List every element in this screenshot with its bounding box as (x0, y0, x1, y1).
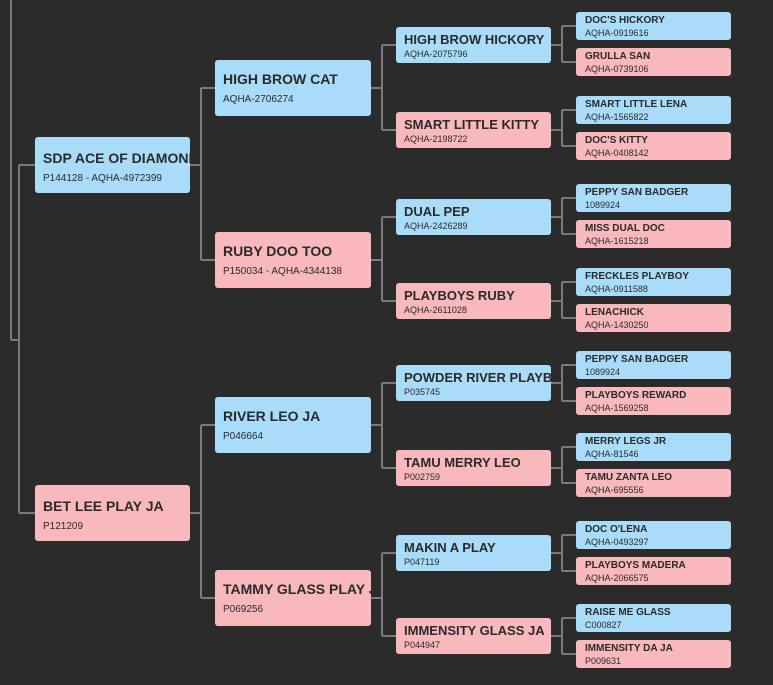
horse-name: RUBY DOO TOO (223, 243, 333, 259)
pedigree-card-sire-dam-dam[interactable]: PLAYBOYS RUBY AQHA-2611028 (396, 283, 551, 319)
horse-name: DOC'S HICKORY (585, 15, 665, 26)
registration-number: P044947 (404, 640, 441, 650)
horse-name: PLAYBOYS REWARD (585, 390, 687, 401)
pedigree-card-sire-dam-sire-sire[interactable]: PEPPY SAN BADGER 1089924 (576, 184, 731, 212)
registration-number: P009631 (585, 656, 622, 666)
pedigree-card-sire-dam-sire[interactable]: DUAL PEP AQHA-2426289 (396, 199, 551, 235)
registration-number: P047119 (404, 557, 440, 567)
pedigree-card-dam-dam-dam-sire[interactable]: RAISE ME GLASS C000827 (576, 604, 731, 632)
registration-number: AQHA-81546 (585, 449, 639, 459)
registration-number: AQHA-695556 (585, 485, 644, 495)
horse-name: IMMENSITY GLASS JA (404, 623, 545, 638)
horse-name: PLAYBOYS RUBY (404, 288, 515, 303)
horse-name: LENACHICK (585, 307, 644, 318)
pedigree-card-dam-sire-sire-sire[interactable]: PEPPY SAN BADGER 1089924 (576, 351, 731, 379)
pedigree-card-sire-sire-sire-sire[interactable]: DOC'S HICKORY AQHA-0919616 (576, 12, 731, 40)
registration-number: AQHA-2706274 (223, 94, 294, 105)
pedigree-card-dam-dam-sire[interactable]: MAKIN A PLAY P047119 (396, 535, 551, 571)
pedigree-card-dam-dam[interactable]: TAMMY GLASS PLAY JA P069256 (215, 570, 371, 626)
registration-number: P069256 (223, 604, 264, 615)
registration-number: AQHA-0911588 (585, 284, 648, 294)
horse-name: HIGH BROW HICKORY (404, 32, 545, 47)
horse-name: IMMENSITY DA JA (585, 643, 673, 654)
registration-number: AQHA-0493297 (585, 537, 649, 547)
horse-name: BET LEE PLAY JA (43, 498, 164, 514)
pedigree-card-sire-dam-dam-sire[interactable]: FRECKLES PLAYBOY AQHA-0911588 (576, 268, 731, 296)
pedigree-card-dam-sire-dam-sire[interactable]: MERRY LEGS JR AQHA-81546 (576, 433, 731, 461)
pedigree-card-dam-dam-dam-dam[interactable]: IMMENSITY DA JA P009631 (576, 640, 731, 668)
registration-number: AQHA-2426289 (404, 221, 468, 231)
registration-number: AQHA-2611028 (404, 305, 467, 315)
pedigree-card-sire-dam[interactable]: RUBY DOO TOO P150034 - AQHA-4344138 (215, 232, 371, 288)
horse-name: PEPPY SAN BADGER (585, 354, 689, 365)
pedigree-card-dam-sire[interactable]: RIVER LEO JA P046664 (215, 397, 371, 453)
horse-name: PLAYBOYS MADERA (585, 560, 686, 571)
horse-name: POWDER RIVER PLAYBOY (404, 370, 551, 385)
horse-name: DOC'S KITTY (585, 135, 648, 146)
pedigree-card-dam-dam-sire-dam[interactable]: PLAYBOYS MADERA AQHA-2066575 (576, 557, 731, 585)
registration-number: AQHA-1430250 (585, 320, 649, 330)
pedigree-card-sire-sire-sire-dam[interactable]: GRULLA SAN AQHA-0739106 (576, 48, 731, 76)
pedigree-card-sire-sire-dam[interactable]: SMART LITTLE KITTY AQHA-2198722 (396, 112, 551, 148)
horse-name: MISS DUAL DOC (585, 223, 665, 234)
registration-number: 1089924 (585, 367, 621, 377)
pedigree-card-dam-sire-dam[interactable]: TAMU MERRY LEO P002759 (396, 450, 551, 486)
pedigree-card-sire-dam-sire-dam[interactable]: MISS DUAL DOC AQHA-1615218 (576, 220, 731, 248)
pedigree-card-sire-sire-dam-sire[interactable]: SMART LITTLE LENA AQHA-1565822 (576, 96, 731, 124)
horse-name: SMART LITTLE LENA (585, 99, 688, 110)
registration-number: AQHA-0919616 (585, 28, 649, 38)
horse-name: DUAL PEP (404, 204, 470, 219)
horse-name: HIGH BROW CAT (223, 71, 338, 87)
registration-number: P046664 (223, 431, 264, 442)
registration-number: AQHA-2066575 (585, 573, 649, 583)
horse-name: TAMMY GLASS PLAY JA (223, 581, 371, 597)
registration-number: AQHA-2198722 (404, 134, 468, 144)
pedigree-card-dam-dam-sire-sire[interactable]: DOC O'LENA AQHA-0493297 (576, 521, 731, 549)
pedigree-card-dam[interactable]: BET LEE PLAY JA P121209 (35, 485, 190, 541)
registration-number: AQHA-0739106 (585, 64, 649, 74)
registration-number: P035745 (404, 387, 441, 397)
registration-number: AQHA-2075796 (404, 49, 468, 59)
horse-name: SDP ACE OF DIAMONDS (43, 150, 190, 166)
pedigree-card-dam-sire-dam-dam[interactable]: TAMU ZANTA LEO AQHA-695556 (576, 469, 731, 497)
pedigree-card-dam-sire-sire[interactable]: POWDER RIVER PLAYBOY P035745 (396, 365, 551, 401)
horse-name: TAMU MERRY LEO (404, 455, 521, 470)
registration-number: 1089924 (585, 200, 621, 210)
horse-name: RIVER LEO JA (223, 408, 321, 424)
horse-name: FRECKLES PLAYBOY (585, 271, 690, 282)
registration-number: P144128 - AQHA-4972399 (43, 173, 162, 184)
horse-name: SMART LITTLE KITTY (404, 117, 540, 132)
pedigree-card-sire-sire-sire[interactable]: HIGH BROW HICKORY AQHA-2075796 (396, 27, 551, 63)
registration-number: AQHA-0408142 (585, 148, 649, 158)
horse-name: MERRY LEGS JR (585, 436, 667, 447)
registration-number: AQHA-1565822 (585, 112, 649, 122)
horse-name: PEPPY SAN BADGER (585, 187, 689, 198)
registration-number: P121209 (43, 521, 84, 532)
pedigree-card-dam-dam-dam[interactable]: IMMENSITY GLASS JA P044947 (396, 618, 551, 654)
pedigree-card-sire-sire-dam-dam[interactable]: DOC'S KITTY AQHA-0408142 (576, 132, 731, 160)
pedigree-card-sire-dam-dam-dam[interactable]: LENACHICK AQHA-1430250 (576, 304, 731, 332)
registration-number: C000827 (585, 620, 622, 630)
horse-name: DOC O'LENA (585, 524, 648, 535)
pedigree-card-dam-sire-sire-dam[interactable]: PLAYBOYS REWARD AQHA-1569258 (576, 387, 731, 415)
horse-name: GRULLA SAN (585, 51, 651, 62)
pedigree-card-sire[interactable]: SDP ACE OF DIAMONDS P144128 - AQHA-497239… (35, 137, 190, 193)
horse-name: TAMU ZANTA LEO (585, 472, 673, 483)
registration-number: AQHA-1615218 (585, 236, 649, 246)
pedigree-card-sire-sire[interactable]: HIGH BROW CAT AQHA-2706274 (215, 60, 371, 116)
horse-name: RAISE ME GLASS (585, 607, 671, 618)
registration-number: P150034 - AQHA-4344138 (223, 266, 342, 277)
registration-number: P002759 (404, 472, 441, 482)
horse-name: MAKIN A PLAY (404, 540, 496, 555)
registration-number: AQHA-1569258 (585, 403, 649, 413)
